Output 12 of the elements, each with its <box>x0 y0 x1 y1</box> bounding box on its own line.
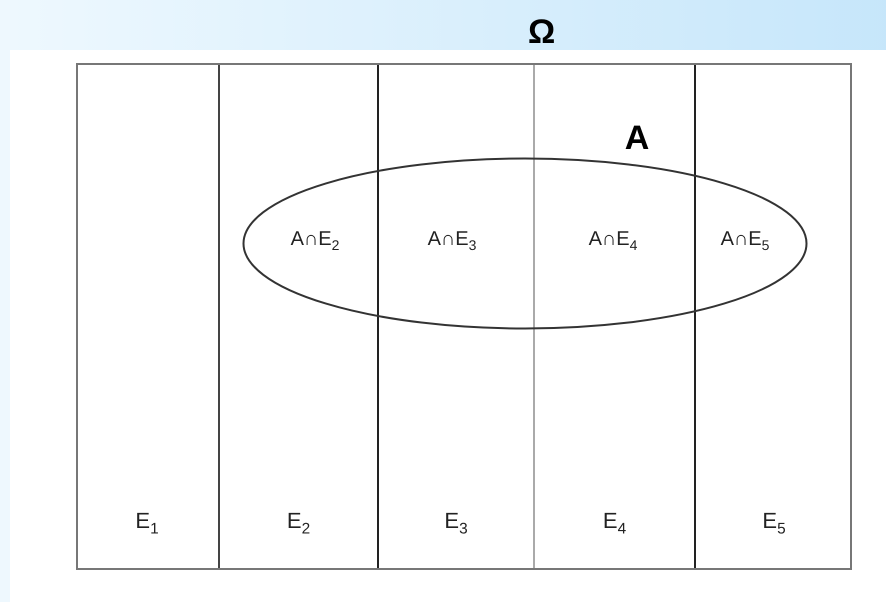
partition-label: E$_{4}$ <box>602 508 626 538</box>
set-label: Ω <box>528 13 556 51</box>
intersection-label: A∩E$_{5}$ <box>720 228 770 253</box>
partition-label: E$_{5}$ <box>762 508 786 538</box>
partition-label: E$_{2}$ <box>286 508 310 538</box>
intersection-label: A∩E$_{4}$ <box>588 228 638 253</box>
intersection-label: A∩E$_{2}$ <box>290 228 340 253</box>
intersection-label: A∩E$_{3}$ <box>428 228 476 253</box>
event-ellipse <box>242 157 808 330</box>
partition-label: E$_{3}$ <box>444 508 468 538</box>
set-label: A <box>624 119 650 157</box>
partition-label: E$_{1}$ <box>135 508 159 538</box>
